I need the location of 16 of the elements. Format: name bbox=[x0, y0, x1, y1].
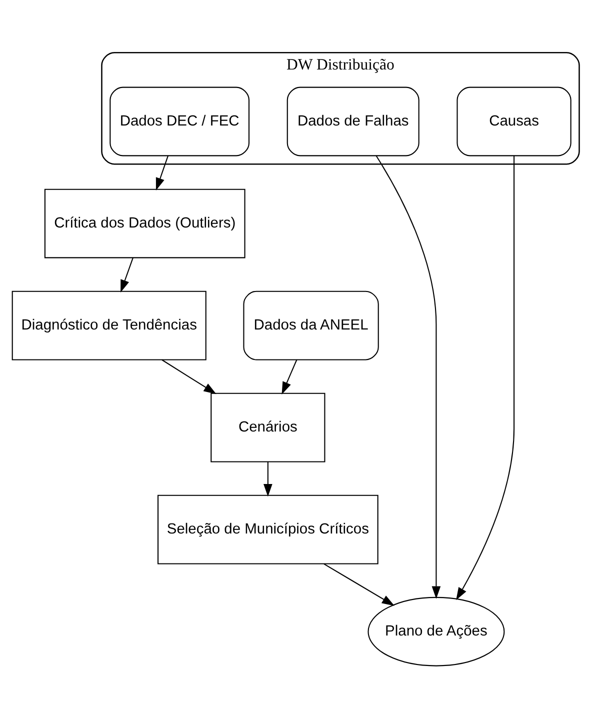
node-box: Dados da ANEEL bbox=[243, 290, 379, 360]
node-box: Cenários bbox=[210, 392, 326, 462]
node-box: Causas bbox=[456, 86, 572, 156]
arrow bbox=[456, 155, 515, 600]
arrow bbox=[162, 358, 216, 394]
node-box: Seleção de Municípios Críticos bbox=[157, 494, 378, 564]
node-box: Diagnóstico de Tendências bbox=[12, 290, 206, 360]
node-box: Crítica dos Dados (Outliers) bbox=[44, 188, 246, 258]
node-box: Dados de Falhas bbox=[286, 86, 420, 156]
arrow bbox=[156, 155, 169, 190]
arrow bbox=[264, 461, 272, 496]
node-box: Dados DEC / FEC bbox=[110, 86, 250, 156]
arrow bbox=[324, 562, 395, 606]
arrow bbox=[282, 359, 298, 394]
arrow bbox=[376, 155, 441, 598]
arrow bbox=[120, 257, 134, 292]
